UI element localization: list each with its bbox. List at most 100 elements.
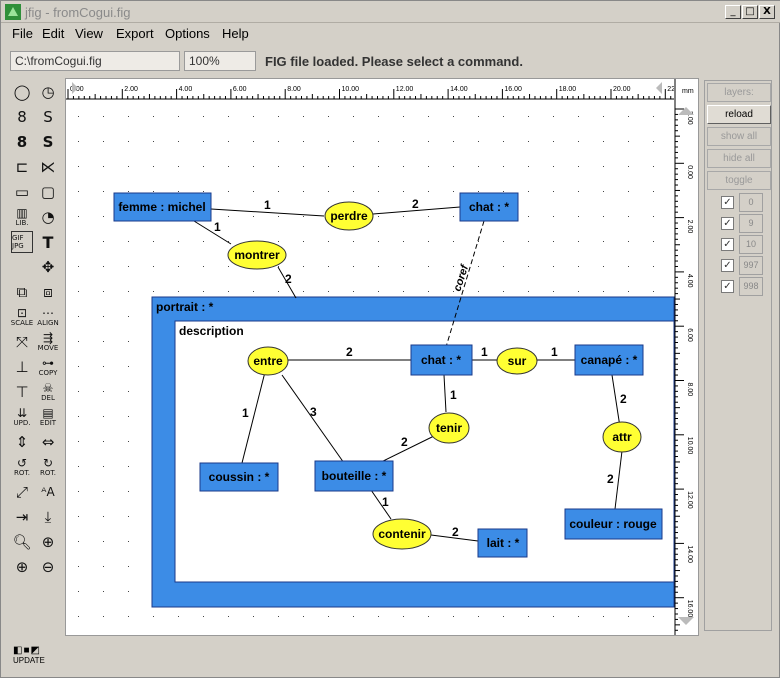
closed-spline-tool-icon[interactable]: 8 [16,133,28,151]
relation-label: contenir [378,527,426,541]
relation-label: montrer [234,248,280,262]
delete-tool-icon[interactable]: ☠DEL [41,381,55,402]
edge-label: 1 [551,345,558,359]
move-tool-icon[interactable]: ⇶MOVE [37,331,59,352]
menu-edit[interactable]: Edit [42,26,65,41]
close-button[interactable]: X [759,5,775,19]
concept-chat-inner[interactable] [410,344,473,376]
scale-tool-icon[interactable]: ⊡SCALE [10,306,34,327]
ellipse-radius-tool-icon[interactable]: 8 [17,108,27,126]
rounded-box-tool-icon[interactable]: ▢ [40,183,56,201]
image-tool-icon[interactable]: GIF JPG [11,231,33,253]
ruler-label: 10.00 [686,437,693,455]
spacing-horizontal-tool-icon[interactable]: ⇥ [15,508,29,526]
menu-export[interactable]: Export [116,26,154,41]
info-bar: C:\fromCogui.fig 100% FIG file loaded. P… [1,48,780,74]
mirror-tool-icon[interactable]: ⤧ [15,333,28,351]
align-tool-icon[interactable]: ⋯ALIGN [37,306,59,327]
layer-checkbox[interactable]: ✓ [721,238,734,251]
edge-labels: 1 2 1 2 2 1 1 1 1 3 2 1 2 2 2 [214,197,627,539]
relation-label: attr [612,430,632,444]
relation-entre[interactable] [247,346,289,376]
concepts: femme : michel chat : * chat : * canapé … [113,192,663,558]
relation-montrer[interactable] [227,240,287,270]
ruler-left-arrow-icon [72,82,78,94]
compound-tool-icon[interactable]: ⧉ [16,283,28,301]
hide-all-button[interactable]: hide all [707,149,771,168]
zoom-field[interactable]: 100% [184,51,256,71]
relation-perdre[interactable] [324,201,374,231]
relation-attr[interactable] [602,421,642,453]
flip-horizontal-tool-icon[interactable]: ⇔ [41,433,55,451]
convert-tool-icon[interactable]: ⤢ [15,483,28,501]
context-portrait-label: portrait : * [156,300,214,314]
zoom-reset-icon[interactable]: ⊕ [41,533,55,551]
layer-checkbox[interactable]: ✓ [721,259,734,272]
zoom-in-icon[interactable]: ⊕ [15,558,29,576]
flip-vertical-tool-icon[interactable]: ⇕ [15,433,29,451]
ellipse-diameter-tool-icon[interactable]: S [43,108,53,126]
maximize-button[interactable]: □ [742,5,758,19]
circle-radius-tool-icon[interactable]: ◯ [13,83,31,101]
reload-button[interactable]: reload [707,105,771,124]
copy-tool-icon[interactable]: ⊶COPY [38,356,58,377]
concept-bouteille[interactable] [314,460,394,492]
font-size-tool-icon[interactable]: ᴬA [41,485,55,499]
zoom-fit-icon[interactable]: 🔍︎ [12,533,32,551]
layer-checkbox[interactable]: ✓ [721,196,734,209]
polygon-tool-icon[interactable]: ⊏ [15,158,29,176]
menu-file[interactable]: File [12,26,33,41]
circle-diameter-tool-icon[interactable]: ◷ [41,83,55,101]
concept-femme-michel[interactable] [113,192,212,222]
ruler-label: 18.00 [559,86,577,93]
update-button[interactable]: ◧■◩ UPDATE [13,645,49,667]
edge-label: 2 [620,392,627,406]
zoom-out-icon[interactable]: ⊖ [41,558,55,576]
rectangle-tool-icon[interactable]: ▭ [14,183,30,201]
edge-label: 1 [264,198,271,212]
ruler-label: 0.00 [686,165,693,179]
move-point-tool-icon[interactable]: ✥ [41,258,55,276]
layer-checkbox[interactable]: ✓ [721,217,734,230]
ruler-unit: mm [682,88,694,95]
text-tool-icon[interactable]: T [42,232,54,252]
concept-lait[interactable] [477,528,528,558]
concept-couleur-rouge[interactable] [564,508,663,540]
add-point-tool-icon[interactable]: ⊥ [15,358,29,376]
polyline-tool-icon[interactable]: ⋉ [40,158,56,176]
relations: perdre montrer entre sur tenir attr cont… [227,201,642,550]
toggle-button[interactable]: toggle [707,171,771,190]
menu-view[interactable]: View [75,26,103,41]
concept-chat-top[interactable] [459,192,519,222]
spacing-vertical-tool-icon[interactable]: ⤓ [44,508,52,526]
filename-field[interactable]: C:\fromCogui.fig [10,51,180,71]
relation-contenir[interactable] [372,518,432,550]
layers-panel: layers: reload show all hide all toggle … [704,80,772,631]
open-spline-tool-icon[interactable]: S [42,133,54,151]
relation-label: perdre [330,209,368,223]
update-tool-icon[interactable]: ⇊UPD. [13,406,31,427]
window-title: jfig - fromCogui.fig [25,5,131,20]
rotate-ccw-tool-icon[interactable]: ↺ROT. [13,456,31,477]
layer-row: ✓ 0 [719,193,767,212]
menu-help[interactable]: Help [222,26,249,41]
edge-label: 3 [310,405,317,419]
relation-sur[interactable] [496,347,538,375]
show-all-button[interactable]: show all [707,127,771,146]
menu-options[interactable]: Options [165,26,210,41]
delete-point-tool-icon[interactable]: ⊤ [15,383,29,401]
concept-canape[interactable] [574,344,644,376]
arc-tool-icon[interactable]: ◔ [41,208,55,226]
ruler-label: 2.00 [686,111,693,125]
relation-tenir[interactable] [428,412,470,444]
concept-coussin[interactable] [199,462,279,492]
minimize-button[interactable]: _ [725,5,741,19]
edit-tool-icon[interactable]: ▤EDIT [39,406,57,427]
library-tool-icon[interactable]: ▥LIB. [15,206,29,227]
right-ruler: mm 2.000.002.004.006.008.0010.0012.0014.… [674,79,698,635]
rotate-cw-tool-icon[interactable]: ↻ROT. [39,456,57,477]
break-compound-tool-icon[interactable]: ⧈ [43,283,53,301]
layer-checkbox[interactable]: ✓ [721,280,734,293]
